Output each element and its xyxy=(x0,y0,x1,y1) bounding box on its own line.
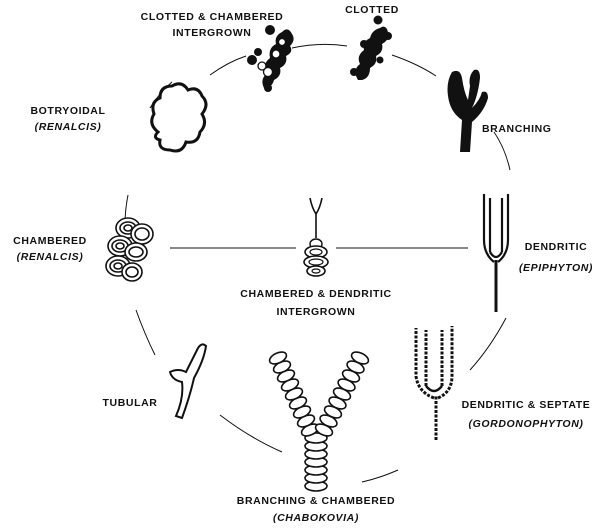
label-branching: BRANCHING xyxy=(482,123,552,135)
ring-arc-left-lower xyxy=(136,310,155,355)
label-dendritic-septate-line2: (GORDONOPHYTON) xyxy=(469,418,584,430)
label-tubular-line1: TUBULAR xyxy=(103,397,158,409)
label-branching-line1: BRANCHING xyxy=(482,123,552,135)
dendritic-septate-icon xyxy=(416,326,452,440)
chambered-dendritic-icon xyxy=(304,198,328,276)
label-chambered-line2: (RENALCIS) xyxy=(17,251,84,263)
tubular-icon xyxy=(170,344,206,418)
label-dendritic-septate-line1: DENDRITIC & SEPTATE xyxy=(462,399,591,411)
botryoidal-icon xyxy=(152,84,206,151)
branching-chambered-icon xyxy=(268,350,371,491)
label-clotted-chambered: CLOTTED & CHAMBERED INTERGROWN xyxy=(141,11,284,39)
ring-arc-top-right xyxy=(392,55,436,76)
ring-arc-top-left xyxy=(210,56,246,75)
label-chambered-dendritic: CHAMBERED & DENDRITIC INTERGROWN xyxy=(240,288,391,318)
label-clotted: CLOTTED xyxy=(345,4,399,16)
chambered-icon xyxy=(106,218,153,281)
label-branching-chambered: BRANCHING & CHAMBERED (CHABOKOVIA) xyxy=(237,495,395,524)
label-chambered-dendritic-line2: INTERGROWN xyxy=(277,306,356,318)
ring-arc-right-lower xyxy=(470,318,506,370)
ring-arc-top xyxy=(292,44,347,48)
label-clotted-chambered-line2: INTERGROWN xyxy=(173,27,252,39)
label-tubular: TUBULAR xyxy=(103,397,158,409)
branching-icon xyxy=(448,70,489,152)
label-clotted-line1: CLOTTED xyxy=(345,4,399,16)
label-branching-chambered-line2: (CHABOKOVIA) xyxy=(273,512,359,524)
label-branching-chambered-line1: BRANCHING & CHAMBERED xyxy=(237,495,395,507)
clotted-icon xyxy=(350,16,392,81)
clotted-chambered-icon xyxy=(247,25,294,92)
label-botryoidal-line2: (RENALCIS) xyxy=(35,121,102,133)
ring-arc-bottom-right xyxy=(362,470,398,482)
label-dendritic-line1: DENDRITIC xyxy=(525,241,588,253)
label-dendritic: DENDRITIC (EPIPHYTON) xyxy=(519,241,593,274)
label-botryoidal-line1: BOTRYOIDAL xyxy=(30,105,105,117)
ring-arc-bottom-left xyxy=(220,415,282,452)
label-chambered-dendritic-line1: CHAMBERED & DENDRITIC xyxy=(240,288,391,300)
label-dendritic-line2: (EPIPHYTON) xyxy=(519,262,593,274)
label-botryoidal: BOTRYOIDAL (RENALCIS) xyxy=(30,105,105,133)
label-chambered: CHAMBERED (RENALCIS) xyxy=(13,235,87,263)
ring-arc-right-upper xyxy=(494,132,510,170)
label-chambered-line1: CHAMBERED xyxy=(13,235,87,247)
label-clotted-chambered-line1: CLOTTED & CHAMBERED xyxy=(141,11,284,23)
label-dendritic-septate: DENDRITIC & SEPTATE (GORDONOPHYTON) xyxy=(462,399,591,430)
dendritic-icon xyxy=(484,194,508,312)
